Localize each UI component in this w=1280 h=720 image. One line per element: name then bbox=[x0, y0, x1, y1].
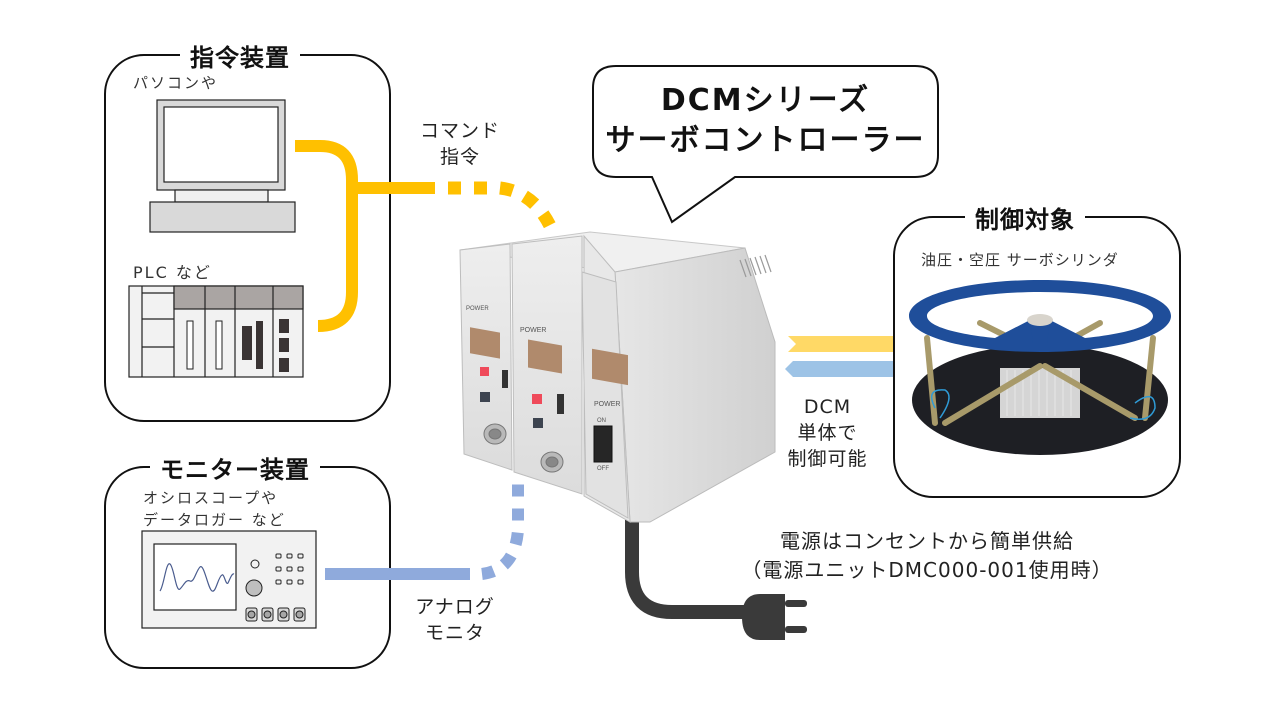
monitor-line-dotted bbox=[480, 478, 524, 580]
power-cord-cable bbox=[625, 520, 760, 619]
switch-off-text: OFF bbox=[597, 466, 609, 472]
waveform bbox=[159, 563, 235, 592]
pc-label: パソコンや bbox=[133, 74, 219, 92]
analog-label-line2: モニタ bbox=[424, 622, 485, 644]
analog-label-line1: アナログ bbox=[415, 596, 495, 618]
command-line-solid bbox=[295, 140, 358, 332]
hexapod-top-ring bbox=[909, 280, 1171, 352]
title-line1: DCMシリーズ bbox=[660, 83, 871, 118]
control-target-label: 油圧・空圧 サーボシリンダ bbox=[921, 251, 1119, 269]
power-note-line1: 電源はコンセントから簡単供給 bbox=[780, 529, 1074, 553]
controller-module-1 bbox=[459, 243, 513, 471]
command-label-line1: コマンド bbox=[419, 120, 500, 142]
analog-label: アナログ モニタ bbox=[400, 594, 510, 646]
plc-icon bbox=[128, 285, 304, 378]
module3-power-text: POWER bbox=[594, 401, 620, 408]
monitor-device-title: モニター装置 bbox=[150, 450, 320, 485]
command-label-line2: 指令 bbox=[439, 146, 480, 168]
power-note-line2: （電源ユニットDMC000-001使用時） bbox=[741, 558, 1113, 582]
command-label: コマンド 指令 bbox=[410, 118, 510, 170]
title-line2: サーボコントローラー bbox=[605, 123, 926, 158]
standalone-label: DCM 単体で 制御可能 bbox=[775, 394, 880, 472]
pc-monitor-screen bbox=[163, 106, 279, 183]
bnc-connector bbox=[483, 423, 564, 473]
standalone-line3: 制御可能 bbox=[787, 448, 868, 470]
oscilloscope-icon bbox=[141, 530, 317, 629]
command-device-title: 指令装置 bbox=[180, 38, 300, 73]
dcm-controller-device: POWER POWER POWER ON OFF bbox=[459, 231, 776, 523]
control-target-title: 制御対象 bbox=[965, 200, 1085, 235]
power-switch bbox=[593, 425, 613, 463]
plc-label: PLC など bbox=[133, 263, 212, 282]
monitor-label-line2: データロガー など bbox=[143, 511, 286, 529]
standalone-line2: 単体で bbox=[797, 422, 858, 444]
arrow-to-controller bbox=[785, 361, 910, 377]
switch-on-text: ON bbox=[597, 418, 606, 424]
desktop-pc-icon bbox=[149, 99, 296, 233]
hexapod-platform-image bbox=[909, 280, 1171, 455]
module1-power-text: POWER bbox=[466, 306, 489, 312]
plug-icon bbox=[742, 594, 807, 640]
arrow-to-target bbox=[788, 336, 915, 352]
oscilloscope-buttons bbox=[275, 553, 304, 585]
title-bubble: DCMシリーズ サーボコントローラー bbox=[593, 81, 938, 161]
monitor-label-line1: オシロスコープや bbox=[143, 489, 279, 507]
oscilloscope-connectors bbox=[245, 607, 306, 622]
pc-base bbox=[149, 201, 296, 233]
command-line-dotted bbox=[448, 181, 558, 233]
module2-power-text: POWER bbox=[520, 327, 546, 334]
power-supply-note: 電源はコンセントから簡単供給 （電源ユニットDMC000-001使用時） bbox=[722, 527, 1132, 585]
standalone-line1: DCM bbox=[803, 396, 852, 418]
